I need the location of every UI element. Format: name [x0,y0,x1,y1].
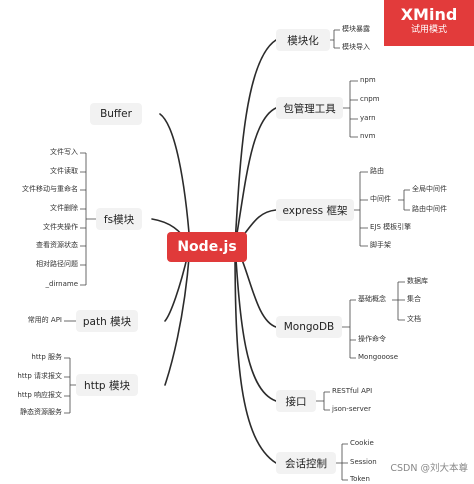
branch-http[interactable]: http 模块 [76,374,138,396]
leaf-http[interactable]: 静态资源服务 [20,408,62,416]
leaf-express[interactable]: 脚手架 [370,241,391,249]
leaf-http[interactable]: http 响应报文 [17,391,62,399]
leaf-concept[interactable]: 文档 [407,315,421,323]
xmind-trial-badge: XMind 试用模式 [384,0,474,46]
leaf-session[interactable]: Cookie [350,439,374,447]
leaf-modular[interactable]: 模块导入 [342,43,370,51]
xmind-trial-mode: 试用模式 [410,25,447,35]
leaf-mongodb[interactable]: Mongooose [358,353,399,361]
leaf-pkg[interactable]: cnpm [360,95,380,103]
root-node[interactable]: Node.js [167,232,247,262]
leaf-fs[interactable]: 文件夹操作 [43,223,78,231]
leaf-fs[interactable]: 文件写入 [50,148,78,156]
leaf-session[interactable]: Token [350,475,370,483]
leaf-fs[interactable]: 文件删除 [50,204,78,212]
leaf-express[interactable]: EJS 模板引擎 [370,223,412,231]
csdn-watermark: CSDN @刘大本尊 [390,463,468,474]
leaf-fs[interactable]: _dirname [45,280,79,288]
leaf-pkg[interactable]: yarn [360,114,376,122]
branch-express[interactable]: express 框架 [276,199,354,221]
branch-fs[interactable]: fs模块 [96,208,142,230]
leaf-fs[interactable]: 查看资源状态 [36,241,78,249]
branch-mongodb[interactable]: MongoDB [276,316,342,338]
branch-buffer[interactable]: Buffer [90,103,142,125]
leaf-fs[interactable]: 文件读取 [50,167,78,175]
leaf-concept[interactable]: 集合 [407,295,421,303]
leaf-path[interactable]: 常用的 API [27,316,62,324]
leaf-pkg[interactable]: nvm [360,132,376,140]
leaf-http[interactable]: http 服务 [31,353,62,361]
leaf-concept[interactable]: 数据库 [407,277,428,285]
leaf-mongodb[interactable]: 操作命令 [358,335,386,343]
leaf-middleware[interactable]: 全局中间件 [412,185,447,193]
leaf-middleware[interactable]: 路由中间件 [412,205,447,213]
leaf-pkg[interactable]: npm [360,76,376,84]
leaf-api[interactable]: json-server [332,405,371,413]
leaf-express[interactable]: 路由 [370,167,384,175]
leaf-fs[interactable]: 相对路径问题 [36,260,78,268]
branch-path[interactable]: path 模块 [76,310,138,332]
branch-session[interactable]: 会话控制 [276,452,336,474]
leaf-http[interactable]: http 请求报文 [17,372,62,380]
branch-api[interactable]: 接口 [276,390,316,412]
xmind-brand: XMind [400,5,458,24]
leaf-session[interactable]: Session [350,458,377,466]
branch-package-manager[interactable]: 包管理工具 [276,97,343,119]
leaf-api[interactable]: RESTful API [332,387,373,395]
leaf-mongodb[interactable]: 基础概念 [358,295,386,303]
leaf-fs[interactable]: 文件移动与重命名 [22,185,78,193]
branch-modular[interactable]: 模块化 [276,29,330,51]
leaf-modular[interactable]: 模块暴露 [342,25,370,33]
leaf-express[interactable]: 中间件 [370,195,391,203]
